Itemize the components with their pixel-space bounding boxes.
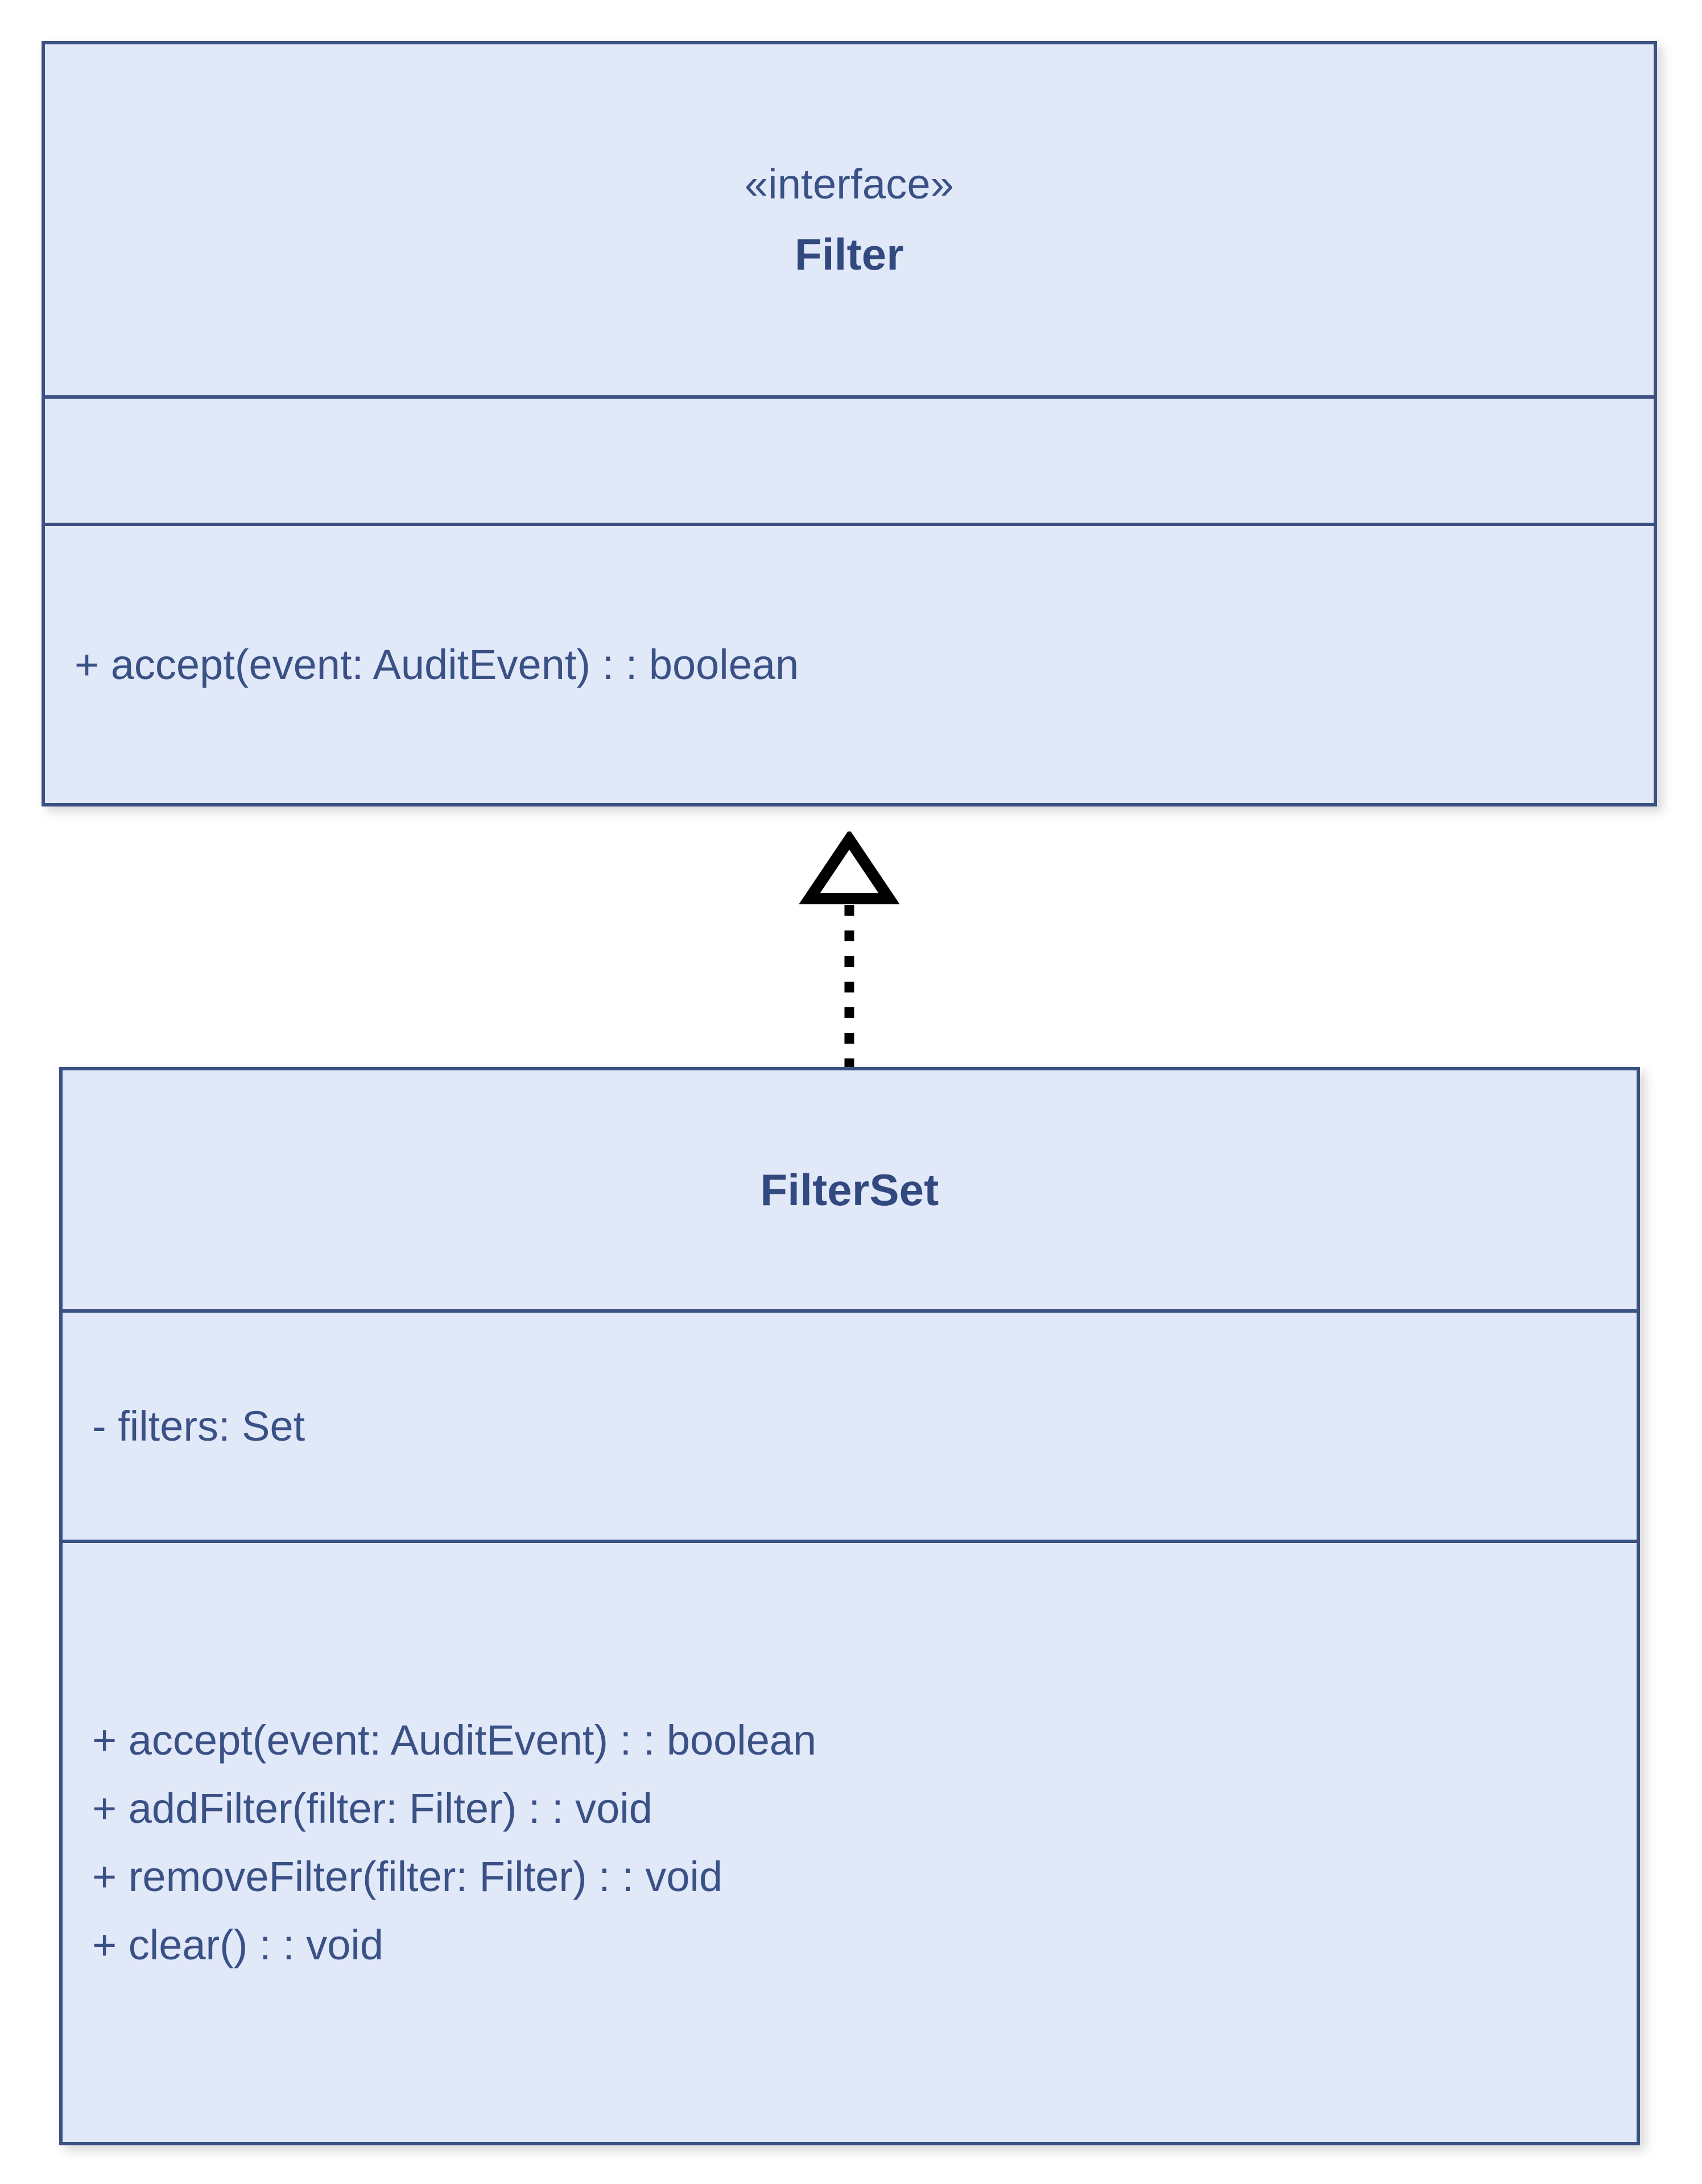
operation-item: + addFilter(filter: Filter) : : void: [92, 1784, 652, 1832]
stereotype-label: «interface»: [744, 160, 955, 208]
class-box-filter[interactable]: «interface» Filter + accept(event: Audit…: [42, 41, 1657, 806]
operation-item: + removeFilter(filter: Filter) : : void: [92, 1852, 723, 1900]
attribute-item: - filters: Set: [92, 1402, 305, 1450]
operations-compartment-filter: + accept(event: AuditEvent) : : boolean: [45, 523, 1654, 803]
operation-item: + accept(event: AuditEvent) : : boolean: [75, 640, 799, 688]
attribute-list-filterset: - filters: Set: [63, 1405, 1637, 1447]
operation-item: + accept(event: AuditEvent) : : boolean: [92, 1716, 817, 1764]
realization-connector[interactable]: [792, 832, 912, 1070]
operation-list-filter: + accept(event: AuditEvent) : : boolean: [45, 640, 1654, 688]
class-box-filterset[interactable]: FilterSet - filters: Set + accept(event:…: [59, 1067, 1640, 2145]
operation-list-filterset: + accept(event: AuditEvent) : : boolean …: [63, 1719, 1637, 1966]
operation-item: + clear() : : void: [92, 1921, 384, 1968]
class-name-filterset: FilterSet: [760, 1164, 939, 1215]
operations-compartment-filterset: + accept(event: AuditEvent) : : boolean …: [63, 1540, 1637, 2142]
class-header-filterset: FilterSet: [63, 1070, 1637, 1309]
attributes-compartment-filter: [45, 395, 1654, 523]
class-header-filter: «interface» Filter: [45, 44, 1654, 395]
hollow-triangle-arrowhead-icon: [799, 832, 900, 904]
attributes-compartment-filterset: - filters: Set: [63, 1309, 1637, 1540]
class-name-filter: Filter: [795, 229, 904, 280]
